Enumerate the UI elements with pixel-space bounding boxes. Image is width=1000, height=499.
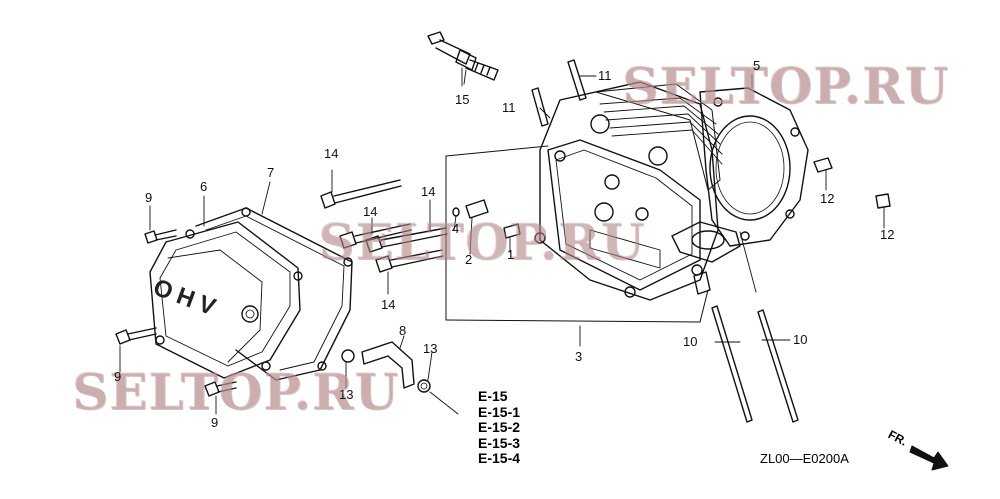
callout-2: 2	[465, 252, 473, 267]
callout-7: 7	[267, 165, 275, 180]
callout-6: 6	[200, 179, 208, 194]
head-gasket	[699, 87, 809, 247]
spark-plug	[427, 31, 499, 85]
reference-page: E-15-2	[478, 419, 521, 435]
assembly-outline	[445, 145, 709, 323]
studs	[531, 59, 587, 127]
callout-9-left: 9	[114, 369, 122, 384]
callout-9-top: 9	[145, 190, 153, 205]
callout-14-middle: 14	[363, 204, 378, 219]
watermark-top-right: SELTOP.RU	[622, 56, 949, 115]
head-cover	[149, 221, 303, 379]
callout-12-lower: 12	[880, 227, 895, 242]
callout-9-bottom: 9	[211, 415, 219, 430]
push-rods	[711, 305, 799, 423]
callout-12-upper: 12	[820, 191, 835, 206]
callout-14-bottom: 14	[381, 297, 396, 312]
reference-page: E-15-3	[478, 434, 521, 451]
callout-15: 15	[455, 92, 470, 107]
callout-4: 4	[452, 221, 460, 236]
reference-page-list: E-15 E-15-1 E-15-2 E-15-3 E-15-4	[478, 388, 521, 467]
callout-13-left: 13	[339, 387, 354, 402]
head-cover-gasket	[195, 207, 353, 381]
callout-14-right: 14	[421, 184, 436, 199]
callout-10-left: 10	[683, 334, 698, 349]
cover-bolts	[115, 229, 237, 397]
callout-11-left: 11	[502, 100, 516, 115]
callout-3: 3	[575, 349, 583, 364]
callout-14-top: 14	[324, 146, 339, 161]
breather-tube	[341, 341, 431, 393]
front-direction-arrow	[909, 445, 949, 471]
leader-lines	[119, 67, 885, 415]
callout-8: 8	[399, 323, 407, 338]
callout-10-right: 10	[793, 332, 808, 347]
callout-13-right: 13	[423, 341, 438, 356]
diagram-code: ZL00—E0200A	[760, 451, 849, 466]
cylinder-head	[534, 81, 741, 301]
watermark-bottom-left: SELTOP.RU	[72, 362, 399, 421]
rear-dowels	[813, 157, 891, 209]
callout-5: 5	[753, 58, 761, 73]
callout-1: 1	[507, 247, 515, 262]
callout-11-top: 11	[598, 68, 612, 83]
head-bolts	[320, 179, 448, 273]
reference-page: E-15-1	[478, 403, 521, 420]
reference-page: E-15-4	[478, 450, 521, 466]
reference-page: E-15	[478, 388, 508, 404]
watermark-center: SELTOP.RU	[318, 212, 645, 271]
